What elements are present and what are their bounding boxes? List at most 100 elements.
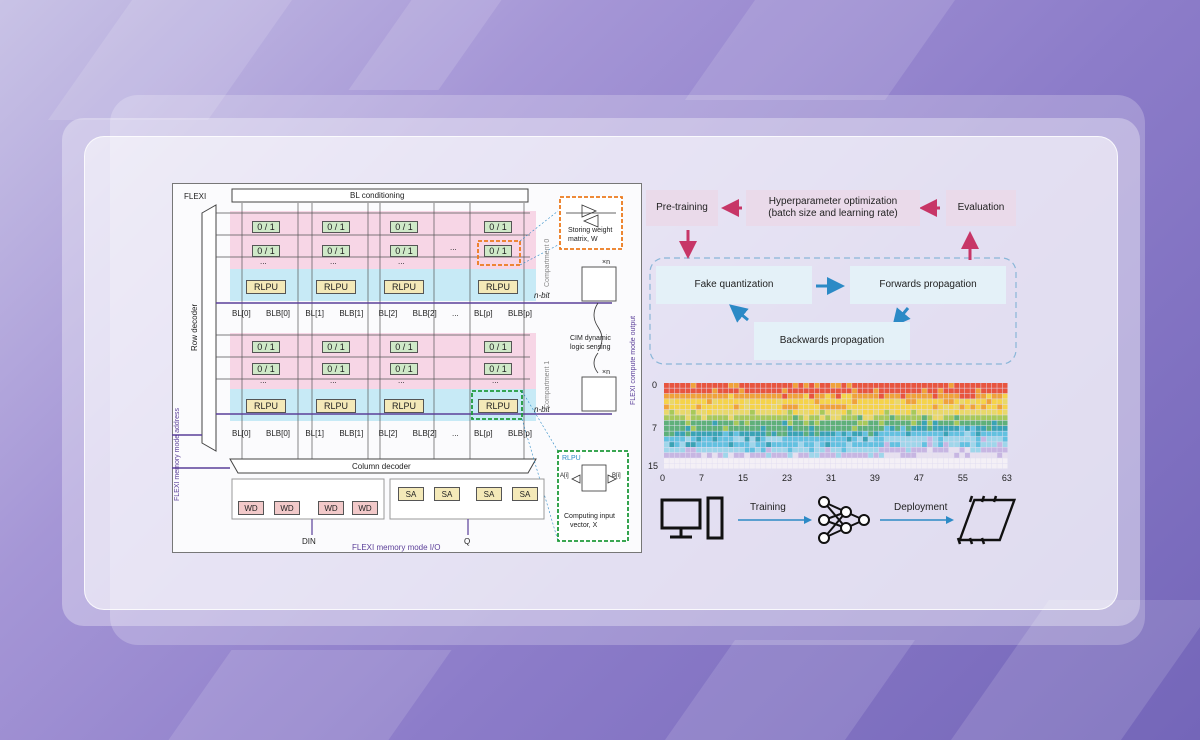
heatmap-cell [884, 452, 890, 458]
background-stripe [664, 640, 916, 740]
heatmap-cell [787, 458, 793, 464]
heatmap-cell [750, 426, 755, 431]
heatmap-cell [712, 452, 718, 458]
heatmap-cell [965, 452, 970, 458]
heatmap-cell [750, 404, 755, 410]
heatmap-y-label: 7 [652, 423, 658, 433]
heatmap-cell [728, 420, 734, 426]
memory-cell: 0 / 1 [390, 363, 418, 375]
heatmap-cell [954, 452, 960, 458]
heatmap-cell [664, 409, 669, 415]
heatmap-cell [755, 431, 761, 437]
heatmap-cell [852, 431, 858, 437]
heatmap-cell [803, 458, 809, 464]
heatmap-cell [798, 415, 804, 421]
heatmap-cell [814, 458, 820, 464]
heatmap-cell [900, 452, 906, 458]
heatmap-cell [782, 452, 788, 458]
heatmap-cell [857, 404, 863, 410]
heatmap-cell [739, 399, 745, 405]
bitline-label: ... [451, 309, 459, 318]
heatmap-cell [954, 426, 960, 431]
heatmap-cell [841, 383, 847, 388]
heatmap-cell [986, 404, 992, 410]
heatmap-cell [905, 404, 911, 410]
heatmap-cell [717, 393, 723, 399]
heatmap-cell [932, 393, 938, 399]
heatmap-cell [841, 426, 847, 431]
heatmap-cell [981, 426, 987, 431]
heatmap-cell [787, 436, 793, 442]
heatmap-cell [755, 383, 761, 388]
heatmap-cell [905, 431, 911, 437]
heatmap-cell [916, 399, 922, 405]
heatmap-cell [959, 463, 965, 469]
heatmap-cell [819, 399, 825, 405]
heatmap-cell [991, 393, 997, 399]
heatmap-cell [696, 447, 702, 453]
heatmap-cell [701, 420, 707, 426]
heatmap-cell [900, 431, 906, 437]
compute-output-label: FLEXI compute mode output [630, 315, 637, 405]
heatmap-cell [900, 458, 906, 464]
heatmap-cell [755, 420, 761, 426]
heatmap-cell [712, 442, 718, 448]
heatmap-cell [873, 388, 879, 394]
heatmap-cell [696, 431, 702, 437]
heatmap-cell [766, 393, 772, 399]
heatmap-cell [782, 436, 788, 442]
heatmap-cell [669, 420, 675, 426]
heatmap-cell [873, 409, 879, 415]
heatmap-cell [873, 404, 879, 410]
heatmap-cell [830, 383, 836, 388]
heatmap-cell [669, 399, 675, 405]
heatmap-cell [712, 388, 718, 394]
heatmap-cell [782, 409, 788, 415]
heatmap-cell [975, 388, 981, 394]
memory-cell: 0 / 1 [252, 221, 280, 233]
heatmap-cell [728, 404, 734, 410]
heatmap-cell [1002, 426, 1008, 431]
heatmap-cell [905, 383, 911, 388]
heatmap-cell [895, 415, 901, 421]
heatmap-cell [927, 409, 933, 415]
heatmap-cell [948, 383, 954, 388]
heatmap-cell [846, 393, 852, 399]
heatmap-cell [830, 426, 836, 431]
heatmap-cell [809, 431, 815, 437]
heatmap-cell [690, 436, 696, 442]
heatmap-cell [680, 431, 686, 437]
memory-cell: 0 / 1 [390, 341, 418, 353]
heatmap-cell [959, 431, 965, 437]
heatmap-cell [836, 393, 841, 399]
heatmap-cell [986, 393, 992, 399]
heatmap-cell [701, 399, 707, 405]
heatmap-cell [771, 420, 777, 426]
heatmap-cell [739, 447, 745, 453]
heatmap-cell [690, 426, 696, 431]
ellipsis: ... [398, 376, 405, 385]
heatmap-cell [954, 393, 960, 399]
heatmap-cell [760, 436, 766, 442]
heatmap-cell [776, 431, 782, 437]
heatmap-cell [669, 415, 675, 421]
heatmap-cell [803, 415, 809, 421]
heatmap-cell [868, 458, 874, 464]
heatmap-cell [819, 415, 825, 421]
heatmap-cell [707, 452, 712, 458]
heatmap-cell [895, 393, 901, 399]
heatmap-cell [895, 458, 901, 464]
heatmap-cell [744, 393, 750, 399]
heatmap-cell [932, 383, 938, 388]
heatmap-cell [707, 463, 712, 469]
heatmap-x-label: 15 [737, 473, 748, 483]
heatmap-cell [965, 393, 970, 399]
heatmap-cell [862, 388, 868, 394]
memory-cell: 0 / 1 [322, 341, 350, 353]
heatmap-cell [830, 420, 836, 426]
heatmap-cell [997, 404, 1003, 410]
heatmap-cell [836, 458, 841, 464]
heatmap-cell [787, 452, 793, 458]
heatmap-cell [905, 452, 911, 458]
heatmap-cell [905, 409, 911, 415]
